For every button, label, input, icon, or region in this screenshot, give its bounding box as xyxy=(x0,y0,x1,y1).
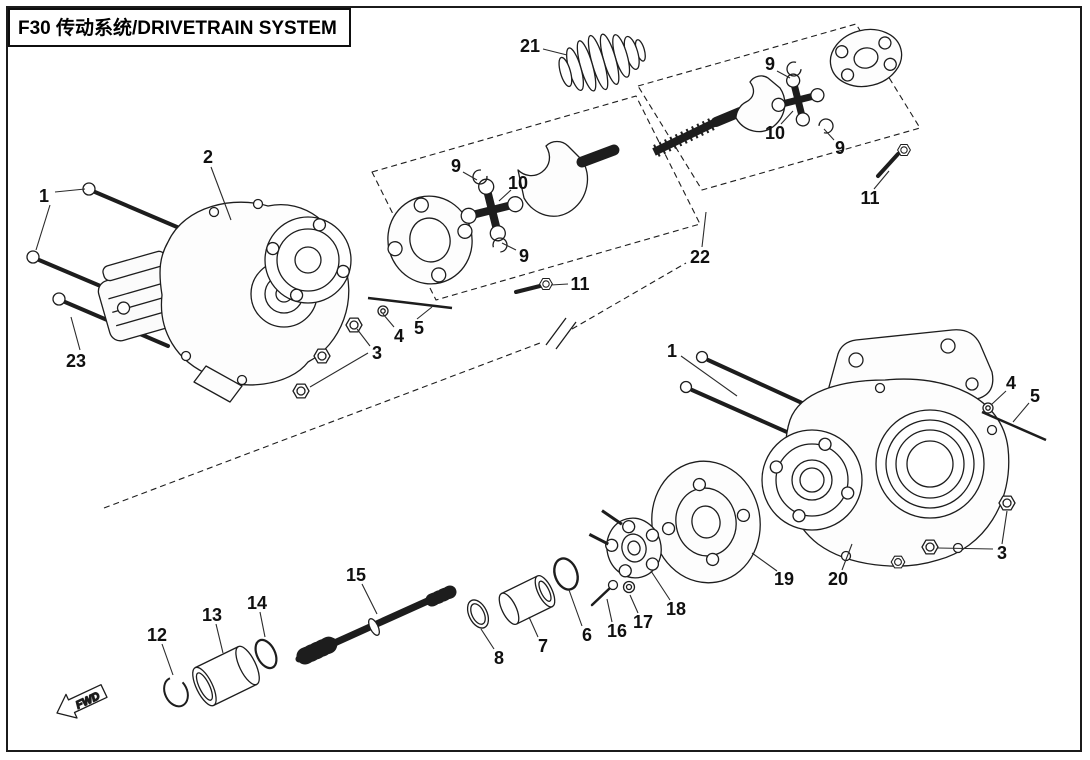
callout-4: 4 xyxy=(394,326,404,346)
callout-leader-22 xyxy=(701,211,707,248)
callout-leader-19 xyxy=(751,552,778,572)
callout-11: 11 xyxy=(570,274,589,294)
coupling-sleeve-inner xyxy=(192,645,260,707)
callout-leader-2 xyxy=(210,166,232,221)
callout-17: 17 xyxy=(633,612,653,632)
callout-9: 9 xyxy=(451,156,461,176)
brake-disc xyxy=(651,460,761,584)
break-mark xyxy=(545,317,577,350)
coupling-sleeve-outer xyxy=(498,574,556,626)
front-gearbox xyxy=(97,198,352,403)
studs-nuts-right xyxy=(890,402,1047,569)
callout-leader-9 xyxy=(501,242,517,251)
callout-leader-10 xyxy=(498,189,512,202)
rear-gearbox xyxy=(761,329,1010,567)
callout-10: 10 xyxy=(765,123,785,143)
callout-5: 5 xyxy=(1030,386,1040,406)
callout-5: 5 xyxy=(414,318,424,338)
callout-1: 1 xyxy=(39,186,49,206)
wheel-hub xyxy=(588,509,662,579)
callout-7: 7 xyxy=(538,636,548,656)
callout-19: 19 xyxy=(774,569,794,589)
callout-leader-18 xyxy=(650,570,671,601)
callout-14: 14 xyxy=(247,593,267,613)
callout-leader-23 xyxy=(70,316,81,351)
callout-9: 9 xyxy=(835,138,845,158)
callout-leader-9 xyxy=(823,128,835,141)
callout-leader-8 xyxy=(480,628,495,650)
callout-leader-11 xyxy=(550,283,569,286)
callout-leader-3 xyxy=(309,352,369,388)
callout-leader-14 xyxy=(259,611,266,638)
hub-bolt-washer xyxy=(590,579,636,607)
bushing-ring xyxy=(466,599,490,629)
front-ujoint-assembly xyxy=(387,140,620,285)
callout-4: 4 xyxy=(1006,373,1016,393)
callout-9: 9 xyxy=(519,246,529,266)
callout-leader-15 xyxy=(361,583,378,615)
callout-18: 18 xyxy=(666,599,686,619)
callout-leader-3 xyxy=(937,547,994,550)
callout-leader-7 xyxy=(528,616,539,638)
callout-leader-9 xyxy=(462,171,478,181)
callout-leader-12 xyxy=(161,643,174,676)
callout-leader-10 xyxy=(780,110,794,125)
callout-leader-21 xyxy=(542,48,568,56)
o-ring-inner xyxy=(254,638,278,670)
callout-leader-11 xyxy=(873,170,890,190)
callout-leader-17 xyxy=(629,594,639,614)
callout-21: 21 xyxy=(520,36,540,56)
callout-leader-3 xyxy=(356,328,371,347)
axle-shaft xyxy=(295,585,457,665)
callout-leader-3 xyxy=(1001,510,1008,545)
propshaft-assembly xyxy=(652,28,903,157)
fwd-label: FWD xyxy=(74,690,102,711)
studs-nuts-left xyxy=(292,296,453,399)
callout-leader-1 xyxy=(54,188,86,193)
callout-3: 3 xyxy=(997,543,1007,563)
callout-2: 2 xyxy=(203,147,213,167)
o-ring-outer xyxy=(553,557,579,591)
fwd-arrow: FWD xyxy=(56,684,108,719)
callout-leader-1 xyxy=(680,355,738,397)
callout-15: 15 xyxy=(346,565,366,585)
callout-leader-16 xyxy=(606,598,613,623)
callout-6: 6 xyxy=(582,625,592,645)
page-title: F30 传动系统/DRIVETRAIN SYSTEM xyxy=(8,8,351,47)
callout-11: 11 xyxy=(860,188,879,208)
callout-leader-1 xyxy=(35,204,51,251)
callout-leader-5 xyxy=(416,306,433,320)
callout-9: 9 xyxy=(765,54,775,74)
callout-8: 8 xyxy=(494,648,504,668)
callout-12: 12 xyxy=(147,625,167,645)
callout-13: 13 xyxy=(202,605,222,625)
callout-16: 16 xyxy=(607,621,627,641)
circlip xyxy=(163,676,189,708)
dashed-assembly-line xyxy=(103,262,687,509)
callout-1: 1 xyxy=(667,341,677,361)
callout-leader-13 xyxy=(215,623,224,654)
callout-leader-6 xyxy=(568,589,583,627)
dashed-box-rear-ujoint xyxy=(637,23,921,191)
callout-leader-20 xyxy=(841,543,853,571)
callout-leader-4 xyxy=(382,313,395,328)
callout-leader-4 xyxy=(990,390,1007,406)
callout-leader-9 xyxy=(776,70,791,79)
callout-3: 3 xyxy=(372,343,382,363)
flange-bolt-rear xyxy=(876,143,911,178)
callout-20: 20 xyxy=(828,569,848,589)
callout-leader-5 xyxy=(1012,402,1030,423)
callout-22: 22 xyxy=(690,247,710,267)
callout-10: 10 xyxy=(508,173,528,193)
drive-shaft-boot xyxy=(558,33,646,92)
flange-bolt-front xyxy=(514,277,553,294)
callout-23: 23 xyxy=(66,351,86,371)
